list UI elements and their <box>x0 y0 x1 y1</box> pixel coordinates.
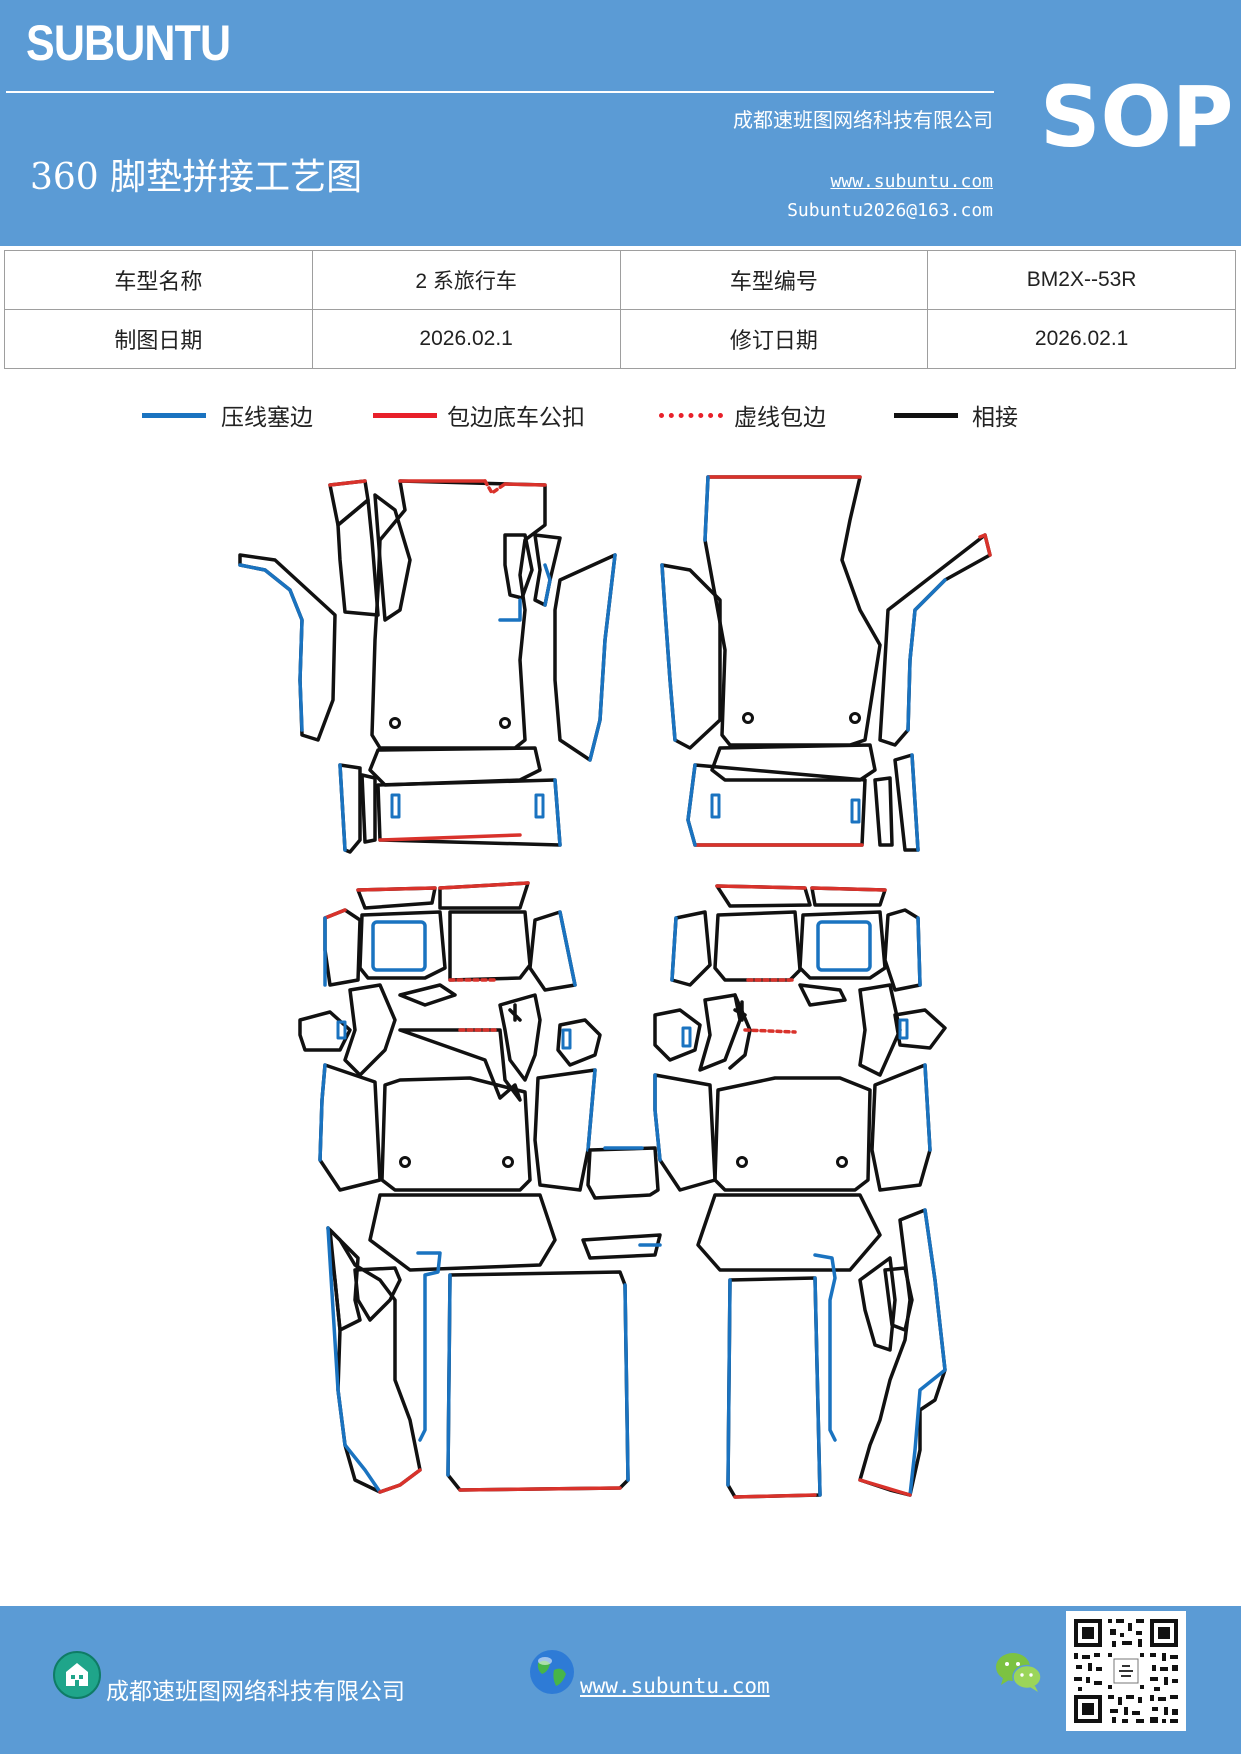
draw-date-label: 制图日期 <box>4 309 313 369</box>
info-table: 车型名称 2 系旅行车 车型编号 BM2X--53R 制图日期 2026.02.… <box>4 250 1236 369</box>
legend-item: 虚线包边 <box>659 398 859 442</box>
footer-url-link[interactable]: www.subuntu.com <box>580 1674 770 1698</box>
revision-date-label: 修订日期 <box>619 309 929 369</box>
header-url-link[interactable]: www.subuntu.com <box>830 171 993 192</box>
header-email[interactable]: Subuntu2026@163.com <box>787 200 993 221</box>
page-title: 360 脚垫拼接工艺图 <box>30 157 363 198</box>
model-code-value: BM2X--53R <box>927 250 1236 310</box>
legend-item: 相接 <box>894 398 1054 442</box>
model-code-label: 车型编号 <box>619 250 929 310</box>
header-company: 成都速班图网络科技有限公司 <box>733 108 993 132</box>
building-icon <box>53 1651 101 1699</box>
sop-badge: SOP <box>1040 68 1234 166</box>
draw-date-value: 2026.02.1 <box>311 309 621 369</box>
brand-logo: SUBUNTU <box>26 15 231 71</box>
mat-group-front-left <box>238 479 617 854</box>
legend-swatch-red-dotted <box>659 413 723 418</box>
legend-item: 压线塞边 <box>142 398 342 442</box>
legend-label: 包边底车公扣 <box>447 405 585 431</box>
header-divider <box>6 91 994 93</box>
revision-date-value: 2026.02.1 <box>927 309 1236 369</box>
mat-group-rear-right <box>653 884 947 1499</box>
table-row: 车型名称 2 系旅行车 车型编号 BM2X--53R <box>4 250 1236 310</box>
mat-group-front-right <box>660 475 992 852</box>
model-name-value: 2 系旅行车 <box>311 250 621 310</box>
footer-company: 成都速班图网络科技有限公司 <box>106 1679 405 1705</box>
legend-swatch-black <box>894 413 958 418</box>
legend-label: 虚线包边 <box>734 405 826 431</box>
header-banner: SUBUNTU 成都速班图网络科技有限公司 360 脚垫拼接工艺图 www.su… <box>0 0 1241 246</box>
legend-item: 包边底车公扣 <box>373 398 613 442</box>
legend-swatch-blue <box>142 413 206 418</box>
floor-mat-splice-diagram <box>238 475 992 1499</box>
globe-icon <box>530 1650 574 1694</box>
mat-group-rear-left <box>298 881 662 1494</box>
table-row: 制图日期 2026.02.1 修订日期 2026.02.1 <box>4 309 1236 369</box>
legend-label: 相接 <box>972 405 1018 431</box>
qr-code <box>1066 1611 1186 1731</box>
model-name-label: 车型名称 <box>4 250 313 310</box>
legend-label: 压线塞边 <box>221 405 313 431</box>
legend-swatch-red <box>373 413 437 418</box>
wechat-icon[interactable] <box>994 1650 1044 1694</box>
